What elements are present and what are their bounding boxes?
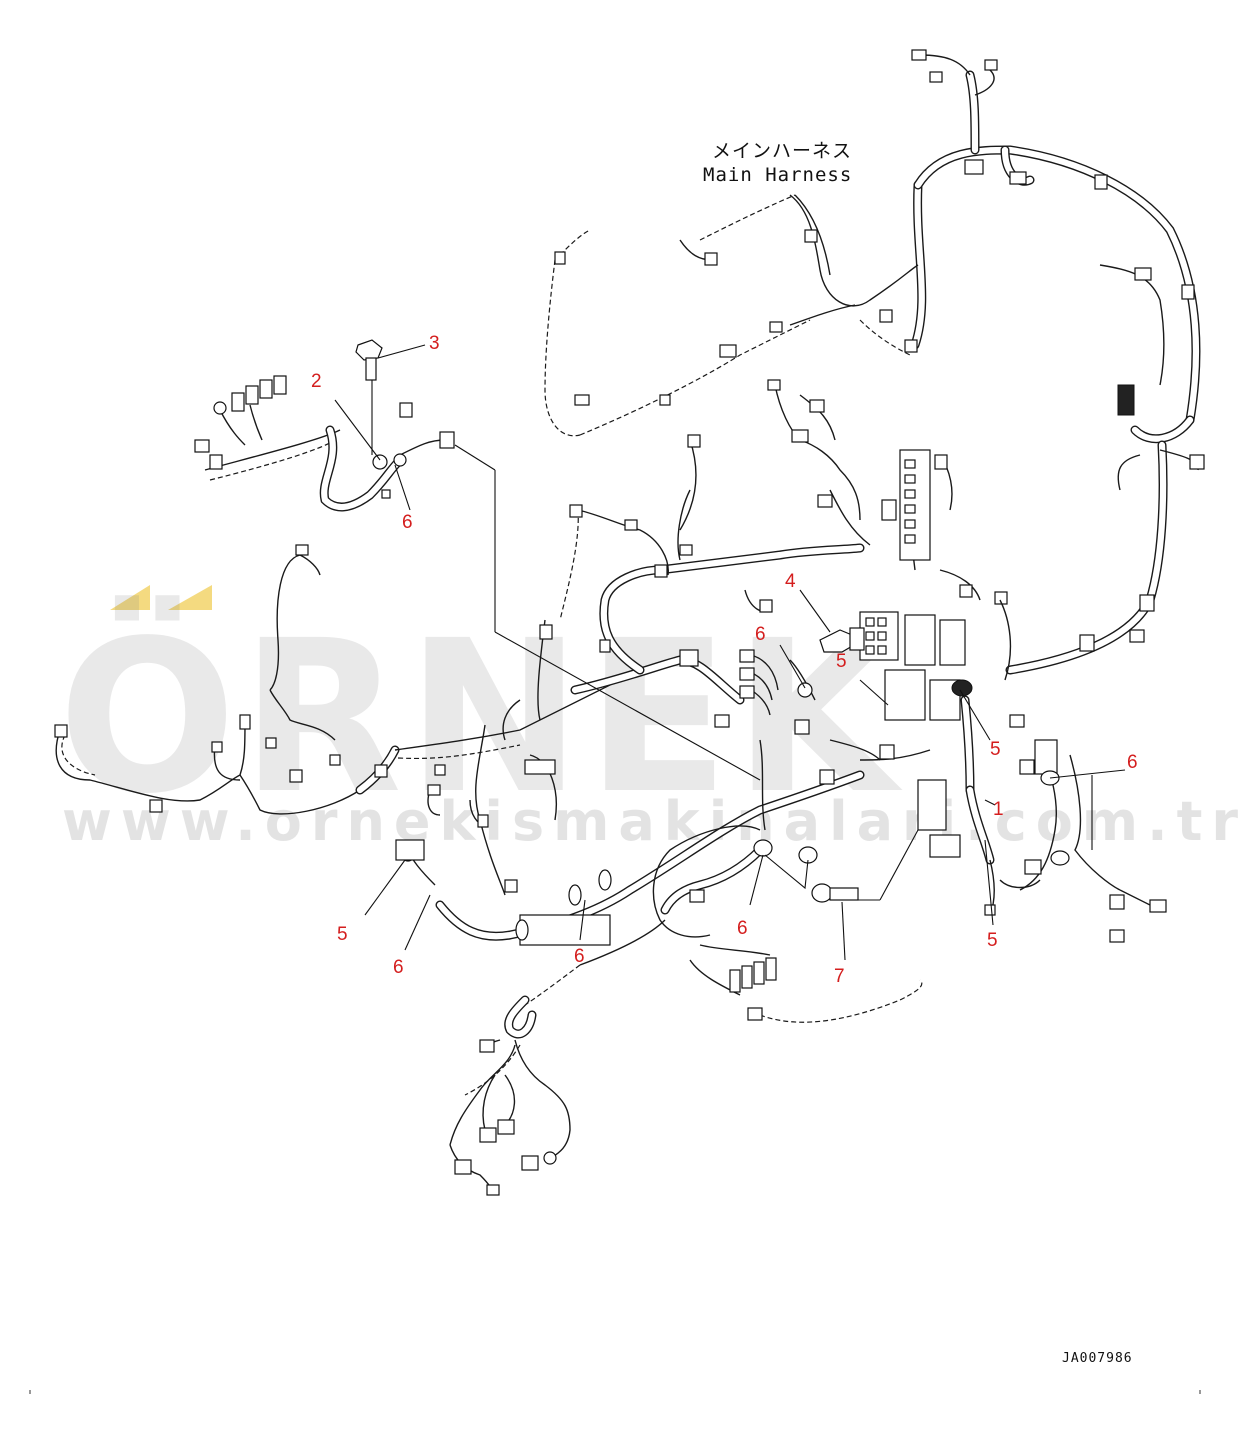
relay-bank <box>194 375 287 470</box>
controller-cluster <box>767 379 1012 916</box>
callout-6-f: 6 <box>737 918 748 939</box>
right-lower-harness <box>999 714 1167 943</box>
callout-leaders <box>334 344 1126 961</box>
callout-6-d: 6 <box>393 957 404 978</box>
title-english: Main Harness <box>703 164 852 186</box>
watermark-accent-right <box>168 585 212 610</box>
clamp-pair-6 <box>515 869 612 946</box>
title-japanese: メインハーネス <box>712 140 852 162</box>
leader-line-left <box>454 444 496 471</box>
watermark: ÖRNEK www.ornekismakinalari.com.tr <box>58 585 1243 853</box>
watermark-url: www.ornekismakinalari.com.tr <box>62 790 1243 853</box>
upper-harness <box>910 49 1205 675</box>
callout-5-c: 5 <box>337 924 348 945</box>
callout-5-a: 5 <box>836 651 847 672</box>
callout-1: 1 <box>993 799 1004 820</box>
callout-5-d: 5 <box>987 930 998 951</box>
lower-harness-left <box>395 434 865 946</box>
callout-7: 7 <box>834 966 845 987</box>
watermark-accent-left <box>110 585 150 610</box>
callout-3: 3 <box>429 333 440 354</box>
left-top-harness <box>194 375 455 512</box>
callouts: 1 2 3 4 5 5 5 5 6 6 6 6 6 6 7 <box>311 333 1138 987</box>
center-left-connectors <box>714 589 816 831</box>
callout-5-b: 5 <box>990 739 1001 760</box>
watermark-brand: ÖRNEK <box>58 594 903 840</box>
bolt-part-3 <box>355 339 383 455</box>
callout-6-b: 6 <box>755 624 766 645</box>
callout-2: 2 <box>311 371 322 392</box>
leader-line-diagonal <box>494 631 761 781</box>
callout-6-e: 6 <box>574 946 585 967</box>
callout-6-c: 6 <box>1127 752 1138 773</box>
upper-middle-harness <box>544 194 919 437</box>
callout-4: 4 <box>785 571 796 592</box>
drawing-code: JA007986 <box>1062 1351 1133 1366</box>
title-block: メインハーネス Main Harness <box>703 140 852 186</box>
lower-center-harness <box>579 825 923 1023</box>
bottom-harness <box>449 964 581 1196</box>
connector-strip <box>699 944 777 993</box>
part-4-sensor <box>819 627 865 653</box>
callout-6-a: 6 <box>402 512 413 533</box>
bolt-part-7 <box>811 829 919 903</box>
